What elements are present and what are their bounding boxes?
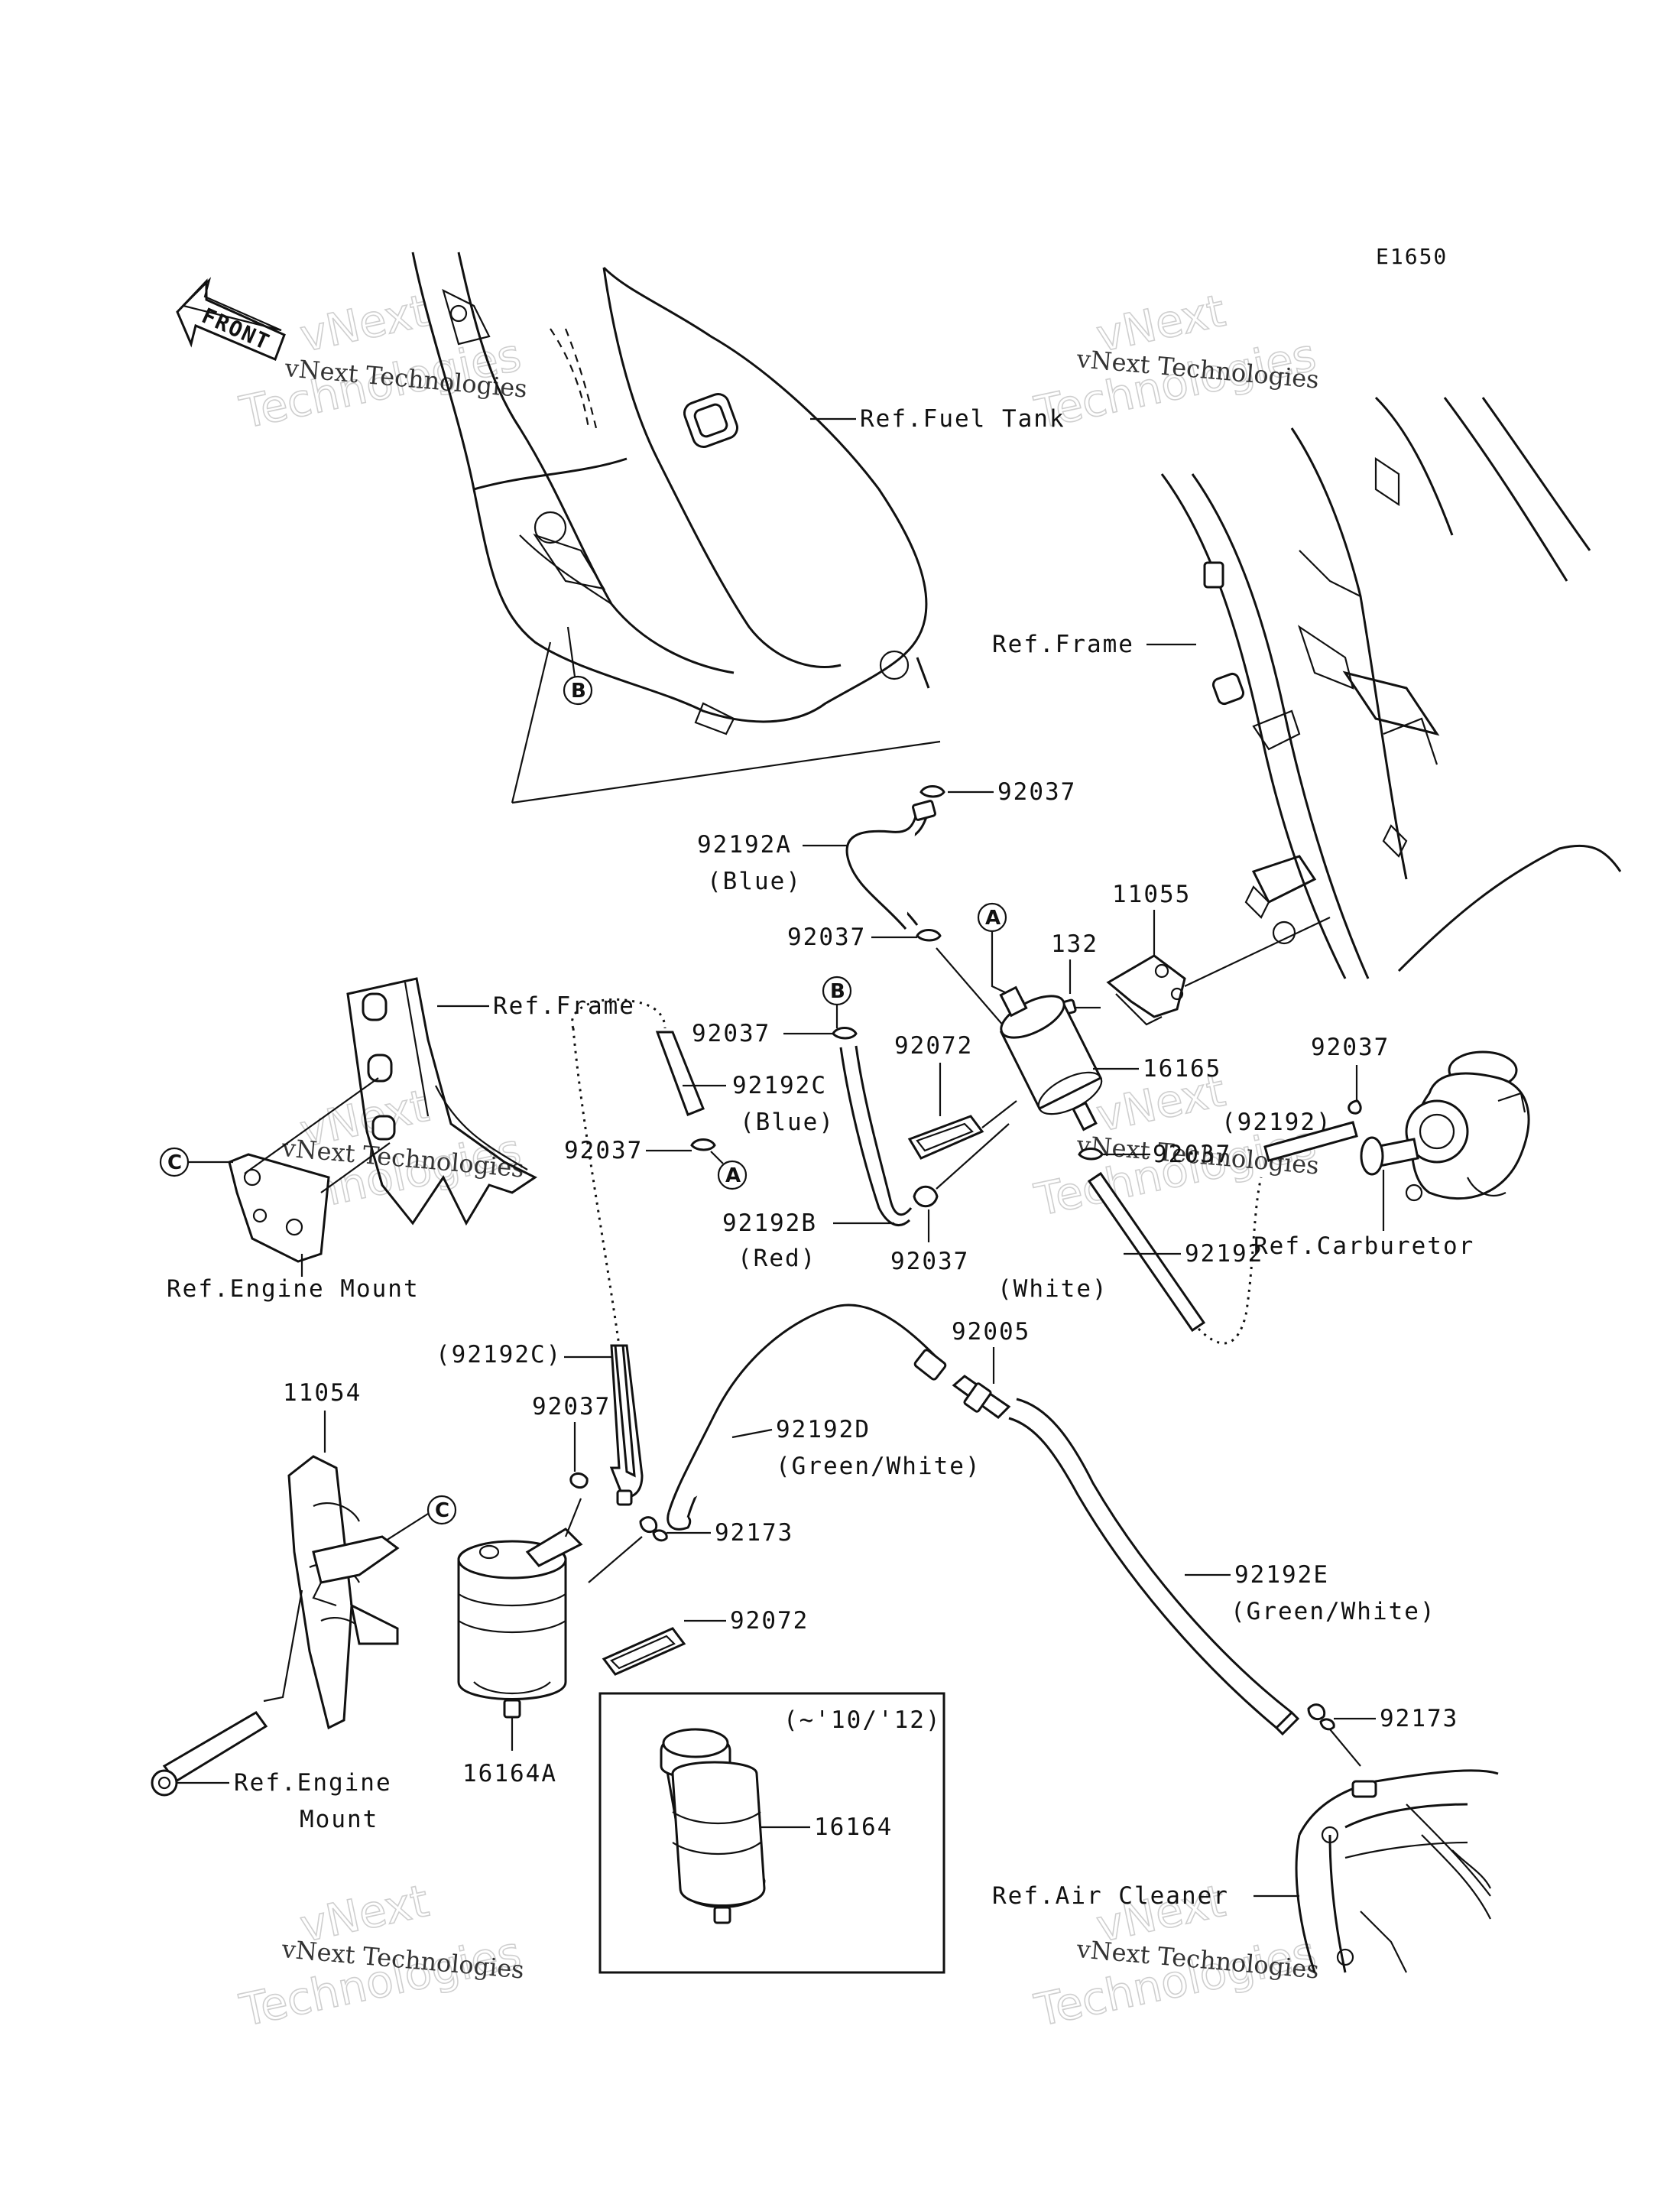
svg-text:92072: 92072	[730, 1607, 809, 1635]
svg-text:92072: 92072	[894, 1032, 973, 1060]
ref-carburetor-label: Ref.Carburetor	[1254, 1232, 1474, 1260]
svg-text:92037: 92037	[1311, 1034, 1390, 1061]
svg-text:92173: 92173	[1380, 1705, 1458, 1732]
callout-a-mid-label: A	[725, 1164, 741, 1187]
svg-text:92037: 92037	[532, 1393, 611, 1420]
svg-text:92037: 92037	[787, 924, 866, 951]
filter-leader-line	[936, 947, 1010, 1033]
svg-text:92192C: 92192C	[732, 1072, 827, 1099]
ref-engine-mount-1-label: Ref.Engine Mount	[167, 1275, 420, 1303]
hose-92192B: 92192B (Red)	[722, 1045, 913, 1272]
svg-text:16164A: 16164A	[462, 1760, 557, 1787]
watermark-bottom-left: vNext Technologies vNext Technologies	[235, 1874, 526, 2037]
watermark-top-right: vNext Technologies vNext Technologies	[1030, 284, 1321, 440]
hose-92192E: 92192E (Green/White)	[1008, 1398, 1436, 1736]
hose-92192A: 92192A (Blue)	[697, 800, 936, 930]
ref-air-cleaner-leader: Ref.Air Cleaner	[992, 1882, 1299, 1910]
strap-92072-bottom: 92072	[602, 1607, 809, 1676]
svg-text:92005: 92005	[952, 1318, 1030, 1346]
strap-92072-top: 92072	[894, 1032, 1017, 1160]
hose-92192-carb: (92192)	[1221, 1109, 1358, 1162]
hose-92192-white: 92192 (White)	[997, 1171, 1263, 1345]
svg-text:92037: 92037	[1153, 1141, 1231, 1168]
diagram-code: E1650	[1376, 244, 1448, 269]
frame-left-illustration	[346, 977, 537, 1226]
callout-b-top	[563, 675, 593, 706]
svg-text:Ref.Frame: Ref.Frame	[992, 631, 1134, 658]
svg-text:(~'10/'12): (~'10/'12)	[783, 1706, 942, 1734]
svg-text:92037: 92037	[692, 1020, 770, 1047]
tank-leader-lines	[511, 641, 941, 804]
ref-fuel-tank-leader: Ref.Fuel Tank	[810, 405, 1065, 433]
svg-text:(92192C): (92192C)	[436, 1341, 562, 1368]
hose-92192C: 92192C (Blue)	[571, 998, 835, 1346]
svg-text:16164: 16164	[814, 1813, 893, 1841]
clamp-92173-left: 92173	[588, 1516, 793, 1583]
clamp-92037-white: 92037	[1078, 1141, 1231, 1168]
callout-b-mid-label: B	[830, 980, 845, 1003]
engine-mount-plate	[228, 1077, 391, 1263]
svg-text:92192A: 92192A	[697, 831, 792, 859]
svg-text:(Red): (Red)	[738, 1245, 816, 1272]
svg-text:11054: 11054	[283, 1379, 362, 1407]
clamp-92037-can: 92037	[532, 1393, 611, 1489]
svg-text:(Green/White): (Green/White)	[1231, 1598, 1436, 1625]
svg-text:(Green/White): (Green/White)	[776, 1453, 981, 1480]
clamp-92037-b: 92037	[692, 1020, 858, 1047]
svg-text:Ref.Frame: Ref.Frame	[493, 992, 635, 1020]
svg-text:92037: 92037	[564, 1137, 643, 1164]
svg-text:(Blue): (Blue)	[707, 868, 802, 895]
watermark-top-left: vNext Technologies vNext Technologies	[235, 284, 528, 440]
callout-b-top-label: B	[571, 680, 586, 703]
clamp-92037-right: 92037	[1311, 1034, 1390, 1115]
svg-text:92192E: 92192E	[1234, 1561, 1329, 1589]
fuel-filter-16165: 16165	[999, 985, 1221, 1131]
svg-text:(Blue): (Blue)	[740, 1109, 835, 1136]
carburetor-illustration	[1360, 1050, 1530, 1231]
air-cleaner-illustration	[1295, 1769, 1499, 1973]
callout-a-top-label: A	[985, 907, 1001, 930]
callout-a-mid	[717, 1160, 748, 1190]
svg-text:Ref.Fuel Tank: Ref.Fuel Tank	[860, 405, 1065, 433]
svg-text:(92192): (92192)	[1221, 1109, 1332, 1136]
svg-text:(White): (White)	[997, 1275, 1108, 1303]
svg-text:11055: 11055	[1112, 881, 1191, 908]
hose-92192D: 92192D (Green/White)	[666, 1304, 981, 1531]
svg-text:92037: 92037	[890, 1248, 969, 1275]
ref-frame-left-leader: Ref.Frame	[437, 992, 635, 1020]
svg-text:92037: 92037	[997, 778, 1076, 806]
front-arrow-icon: FRONT	[176, 277, 286, 361]
svg-text:Ref.Air Cleaner: Ref.Air Cleaner	[992, 1882, 1229, 1910]
callout-c-lower	[426, 1495, 457, 1525]
fuel-tank-illustration	[411, 252, 930, 735]
clamp-92173-right: 92173	[1307, 1703, 1458, 1767]
clamp-92037-mid: 92037	[787, 924, 942, 951]
guard-11054: 11054	[283, 1379, 400, 1730]
canister-16164A: 16164A	[457, 1498, 583, 1787]
svg-text:92192D: 92192D	[776, 1416, 871, 1443]
inset-box: (~'10/'12) 16164	[598, 1692, 945, 1974]
ref-frame-top-leader: Ref.Frame	[992, 631, 1196, 658]
svg-text:92192B: 92192B	[722, 1209, 817, 1237]
hose-92192C-paren: (92192C)	[436, 1341, 644, 1506]
svg-text:16165: 16165	[1143, 1055, 1221, 1083]
bolt-engine-mount	[151, 1589, 303, 1797]
callout-c-left-label: C	[167, 1151, 182, 1174]
svg-text:92173: 92173	[715, 1519, 793, 1547]
bracket-11055: 11055	[1106, 881, 1331, 1026]
ref-engine-mount-2-line1: Ref.Engine	[234, 1769, 392, 1797]
clamp-92037-left: 92037	[564, 1137, 716, 1164]
clamp-92037-top: 92037	[919, 778, 1076, 806]
callout-c-lower-label: C	[435, 1499, 449, 1522]
clamp-92037-red: 92037	[890, 1123, 1010, 1275]
svg-text:92192: 92192	[1185, 1240, 1263, 1268]
frame-top-illustration	[1160, 396, 1622, 979]
ref-engine-mount-2-line2: Mount	[300, 1806, 378, 1833]
svg-text:132: 132	[1051, 930, 1098, 958]
fitting-92005: 92005	[952, 1318, 1030, 1419]
